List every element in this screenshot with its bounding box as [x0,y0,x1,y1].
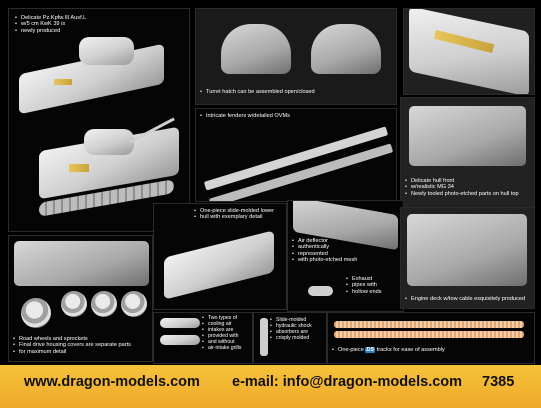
shock-absorber [260,318,268,356]
caption-shock-absorbers: Slide-molded hydraulic shock absorbers a… [270,317,312,341]
caption-air-deflector: Air deflector authentically represented … [292,238,357,264]
photo-etched-part [69,164,89,172]
turret-open [311,24,381,74]
panel-photo-etched-hull [403,8,535,95]
hull-top [409,9,529,94]
caption-cooling-air: Two types of cooling air intakes are pro… [202,315,241,351]
caption-turret-hatch: Turret hatch can be assembled open/close… [200,89,315,95]
ds-track [334,321,524,328]
lower-hull-tub [164,230,274,300]
panel-turret-hatch: Turret hatch can be assembled open/close… [195,8,397,105]
caption-exhaust: Exhaust pipes with hollow ends [346,276,382,295]
exhaust-pipe [308,286,333,296]
panel-fenders: Intricate fenders w/detailed OVMs [195,108,397,202]
panel-main-tank: Delicate Pz.Kpfw.III Ausf.L w/5 cm KwK 3… [8,8,190,232]
sprocket-wheel [21,298,51,328]
panel-shock-absorbers: Slide-molded hydraulic shock absorbers a… [253,312,327,364]
email-link[interactable]: e-mail: info@dragon-models.com [232,374,463,390]
caption-delicate-model: Delicate Pz.Kpfw.III Ausf.L w/5 cm KwK 3… [15,15,86,34]
tank-turret-upper [79,37,134,65]
caption-tracks: One-piece DS tracks for ease of assembly [332,347,445,354]
caption-road-wheels: Road wheels and sprockets Final drive ho… [13,336,131,355]
panel-air-deflector: Air deflector authentically represented … [287,200,404,312]
ds-badge: DS [365,347,376,354]
engine-deck [407,214,527,286]
panel-lower-hull: One-piece slide-molded lower hull with e… [153,203,287,310]
hull-side [14,241,149,286]
air-intake [160,318,200,328]
website-link[interactable]: www.dragon-models.com [24,374,200,390]
panel-tracks: One-piece DS tracks for ease of assembly [327,312,535,364]
photo-etched-part [54,79,72,85]
panel-engine-deck: Engine deck w/tow cable exquisitely prod… [400,207,535,309]
turret-closed [221,24,291,74]
air-intake [160,335,200,345]
road-wheel [61,291,87,317]
road-wheel [121,291,147,317]
ds-track [334,331,524,338]
caption-hull-front: Delicate hull front w/realistic MG 34 Ne… [405,178,519,197]
caption-lower-hull: One-piece slide-molded lower hull with e… [194,208,274,221]
kit-number: 7385 [482,374,515,390]
caption-fenders: Intricate fenders w/detailed OVMs [200,113,290,119]
hull-front [409,106,526,166]
footer-bar: www.dragon-models.com e-mail: info@drago… [0,365,541,408]
caption-engine-deck: Engine deck w/tow cable exquisitely prod… [405,296,525,302]
panel-road-wheels: Road wheels and sprockets Final drive ho… [8,235,153,362]
road-wheel [91,291,117,317]
tank-turret-lower [84,129,134,155]
panel-hull-front: Delicate hull front w/realistic MG 34 Ne… [400,97,535,209]
panel-cooling-air: Two types of cooling air intakes are pro… [153,312,253,364]
